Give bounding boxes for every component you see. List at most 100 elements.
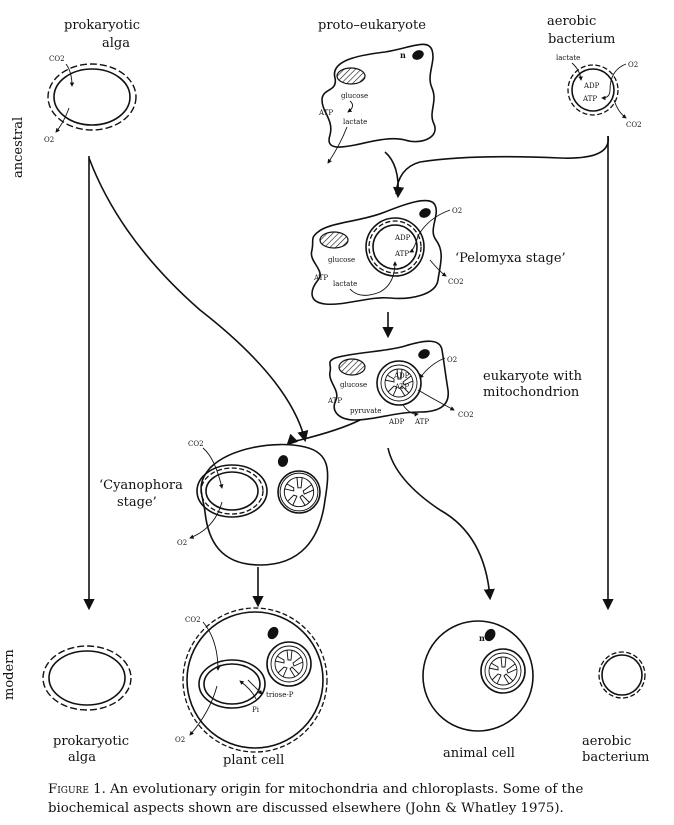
atp-out-arrow: [402, 404, 419, 417]
cell-outline: [321, 43, 436, 148]
co2-arrow: [429, 259, 447, 277]
o2-arrow: [601, 63, 627, 101]
eukaryote-with-mitochondrion: glucose ATP pyruvate ADP ATP ADP ATP O2 …: [327, 340, 583, 426]
adp-in-label: ADP: [393, 372, 410, 380]
co2-label: CO2: [626, 121, 642, 129]
o2-label: O2: [452, 207, 462, 215]
pi-label: Pi: [252, 706, 260, 714]
o2-label: O2: [177, 539, 187, 547]
plastid-hatched: [319, 231, 349, 249]
cell-outline: [200, 443, 329, 566]
outer-wall: [42, 645, 132, 711]
plastid-hatched: [336, 67, 366, 85]
nucleus-label: n: [400, 50, 406, 60]
lactate-out-arrow: [327, 126, 348, 164]
nucleus: [484, 628, 496, 642]
co2-arrow: [65, 63, 75, 87]
co2-arrow: [613, 99, 627, 119]
ancestral-prokaryotic-alga: prokaryotic alga CO2 O2: [44, 18, 140, 144]
o2-label: O2: [175, 736, 185, 744]
arrow-alga-to-cyanophora: [88, 157, 309, 443]
cyanophora-label: stage’: [117, 495, 157, 510]
co2-label: CO2: [185, 616, 201, 624]
o2-label: O2: [447, 356, 457, 364]
mitochondrion-outer: [277, 470, 321, 514]
label: alga: [68, 750, 96, 765]
o2-arrow: [55, 107, 70, 133]
cyanophora-stage: CO2 O2 ‘Cyanophora stage’: [99, 440, 329, 566]
cell-membrane: [53, 68, 131, 126]
co2-arrow: [202, 447, 224, 489]
atp-label: ATP: [318, 109, 333, 117]
modern-prokaryotic-alga: prokaryotic alga: [42, 645, 132, 765]
caption-text: An evolutionary origin for mitochondria …: [48, 782, 584, 816]
o2-arrow: [189, 685, 218, 736]
glucose-label: glucose: [340, 381, 367, 389]
label: bacterium: [582, 750, 649, 765]
cell-membrane: [48, 650, 126, 706]
chloroplast-inner: [203, 663, 261, 705]
atp-out-label: ATP: [414, 418, 429, 426]
bacterium-wall: [598, 651, 646, 699]
eukaryote-label: mitochondrion: [483, 385, 580, 400]
lactate-label: lactate: [333, 280, 357, 288]
lactate-to-symbiont-arrow: [349, 261, 398, 296]
co2-label: CO2: [188, 440, 204, 448]
outer-wall: [47, 63, 137, 131]
nucleus: [418, 349, 430, 359]
chloroplast-vacuole: [196, 464, 268, 518]
label: prokaryotic: [64, 18, 140, 33]
arrow-proto-to-pelomyxa: [384, 151, 405, 199]
atp-in-label: ATP: [394, 250, 409, 258]
glucose-label: glucose: [328, 256, 355, 264]
label: bacterium: [548, 32, 615, 47]
endosymbiont-wall: [368, 220, 422, 274]
cell-outline: [310, 199, 442, 306]
o2-arrow: [419, 357, 446, 379]
mitochondrion-outer: [376, 360, 422, 406]
mitochondrion-outer: [480, 648, 526, 694]
pi-arrow: [239, 680, 257, 700]
pelomyxa-stage: glucose ATP lactate ADP ATP O2 CO2 ‘Pelo…: [310, 199, 566, 306]
o2-arrow: [409, 209, 451, 253]
nucleus: [419, 208, 431, 218]
row-label-modern: modern: [2, 649, 17, 700]
cell-wall: [182, 607, 328, 753]
bacterium-membrane: [571, 68, 615, 112]
lactate-arrow: [571, 62, 583, 81]
adp-out-label: ADP: [388, 418, 405, 426]
o2-arrow: [189, 501, 223, 539]
cell-outline: [329, 340, 449, 421]
lactate-label: lactate: [556, 54, 580, 62]
adp-label: ADP: [583, 82, 600, 90]
mitochondrion: [270, 645, 308, 683]
arrow-eukaryote-to-cyanophora: [286, 419, 361, 446]
ancestral-aerobic-bacterium: aerobic bacterium lactate ADP ATP O2 CO2: [547, 14, 642, 129]
co2-arrow: [202, 621, 221, 671]
nucleus: [267, 626, 279, 640]
figure-caption: Figure 1. An evolutionary origin for mit…: [48, 780, 648, 818]
proto-eukaryote: proto–eukaryote n glucose ATP lactate: [318, 18, 436, 164]
label: aerobic: [547, 14, 596, 29]
bacterium-wall: [567, 64, 619, 116]
arrow-eukaryote-to-animal: [387, 447, 495, 601]
label: aerobic: [582, 734, 631, 749]
co2-label: CO2: [448, 278, 464, 286]
triose-arrow: [247, 679, 263, 695]
glucose-label: glucose: [341, 92, 368, 100]
label: animal cell: [443, 746, 515, 761]
mitochondrion: [279, 472, 319, 512]
nucleus-label: n: [479, 633, 485, 643]
co2-label: CO2: [49, 55, 65, 63]
plastid-hatched: [338, 358, 366, 376]
atp-label: ATP: [327, 397, 342, 405]
co2-label: CO2: [458, 411, 474, 419]
eukaryote-label: eukaryote with: [483, 369, 583, 384]
pyruvate-label: pyruvate: [350, 407, 381, 415]
cell-membrane: [186, 611, 324, 749]
mitochondrion: [484, 652, 522, 690]
nucleus: [277, 455, 289, 467]
row-label-ancestral: ancestral: [11, 117, 26, 178]
evolution-diagram: ancestral modern prokaryotic alga CO2 O2…: [2, 14, 649, 768]
label: plant cell: [223, 753, 284, 768]
